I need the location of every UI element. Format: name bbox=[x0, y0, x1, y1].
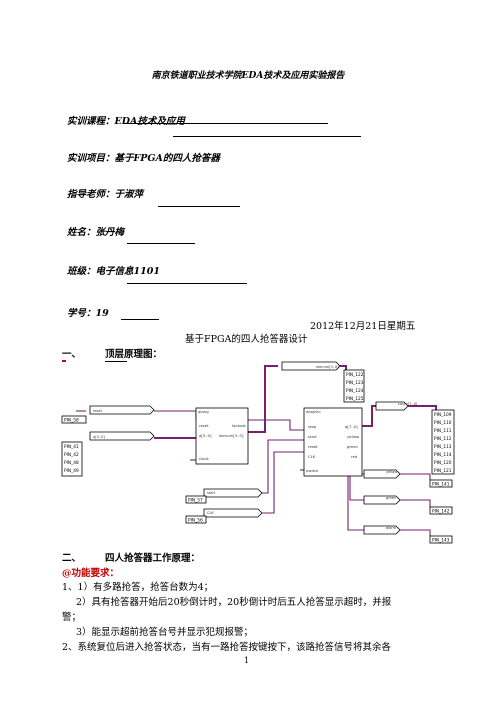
section1-number: 一、 bbox=[62, 349, 82, 360]
output-leenum bbox=[281, 361, 341, 371]
svg-text:PIN_56: PIN_56 bbox=[188, 518, 203, 524]
input-reset bbox=[89, 405, 155, 415]
section2-number: 二、 bbox=[62, 553, 82, 564]
svg-text:PIN_113: PIN_113 bbox=[434, 444, 452, 450]
pin-143 bbox=[429, 535, 453, 544]
paragraph-line: 3）能显示超前抢答台号并显示犯规报警； bbox=[76, 627, 254, 638]
svg-text:leenum[3..0]: leenum[3..0] bbox=[219, 433, 244, 438]
input-a bbox=[89, 431, 155, 441]
svg-text:reset: reset bbox=[199, 423, 209, 428]
svg-text:count[7..0]: count[7..0] bbox=[398, 402, 418, 406]
output-alarm bbox=[363, 525, 401, 535]
class-field: 班级：电子信息1101 bbox=[67, 266, 160, 277]
svg-text:yellow: yellow bbox=[347, 434, 359, 439]
svg-text:PIN_122: PIN_122 bbox=[346, 372, 364, 378]
svg-text:a[3..0]: a[3..0] bbox=[93, 435, 105, 439]
svg-text:PIN_124: PIN_124 bbox=[346, 388, 364, 394]
block-daojishi bbox=[303, 407, 363, 477]
id-field: 学号：19 bbox=[67, 308, 109, 319]
function-heading: @功能要求： bbox=[62, 568, 120, 579]
pin-141 bbox=[429, 479, 453, 488]
svg-text:red: red bbox=[351, 454, 358, 459]
output-green bbox=[363, 495, 401, 505]
pin-58-label: PIN_58 bbox=[64, 418, 79, 424]
svg-text:CLK: CLK bbox=[207, 511, 214, 515]
svg-text:green: green bbox=[347, 444, 359, 449]
svg-text:PIN_49: PIN_49 bbox=[64, 468, 79, 474]
wires bbox=[76, 365, 437, 536]
svg-text:daojishi: daojishi bbox=[306, 409, 321, 414]
svg-text:PIN_109: PIN_109 bbox=[434, 412, 452, 418]
svg-text:qiang: qiang bbox=[198, 409, 209, 414]
svg-text:PIN_141: PIN_141 bbox=[432, 482, 450, 488]
underline-extra bbox=[173, 136, 361, 137]
svg-text:PIN_114: PIN_114 bbox=[434, 452, 452, 458]
underline-course bbox=[124, 123, 328, 124]
course-field: 实训课程：EDA技术及应用 bbox=[67, 116, 185, 127]
svg-text:start: start bbox=[207, 491, 216, 495]
svg-text:PIN_41: PIN_41 bbox=[64, 444, 79, 450]
svg-text:CLK: CLK bbox=[308, 454, 316, 459]
svg-text:PIN_120: PIN_120 bbox=[434, 460, 452, 466]
svg-text:lockout: lockout bbox=[232, 423, 246, 428]
paragraph-line: 2、系统复位后进入抢答状态，当有一路抢答按键按下，该路抢答信号将其余各 bbox=[62, 642, 392, 653]
paragraph-line: 1、1）有多路抢答，抢答台数为4； bbox=[62, 582, 214, 593]
svg-text:reset: reset bbox=[308, 444, 318, 449]
svg-text:PIN_121: PIN_121 bbox=[434, 468, 452, 474]
svg-text:PIN_111: PIN_111 bbox=[434, 428, 452, 434]
report-date: 2012年12月21日星期五 bbox=[310, 321, 416, 332]
svg-text:green: green bbox=[386, 496, 396, 500]
bullet-mark bbox=[62, 360, 66, 362]
pin-56 bbox=[185, 515, 207, 524]
underline-class bbox=[127, 283, 247, 284]
output-yellow bbox=[363, 469, 401, 479]
paragraph-line: 警； bbox=[62, 612, 82, 623]
svg-text:PIN_57: PIN_57 bbox=[188, 498, 203, 504]
paragraph-line: 2）具有抢答器开始后20秒倒计时，20秒倒计时后五人抢答显示超时，并报 bbox=[76, 597, 392, 608]
svg-text:start: start bbox=[308, 434, 317, 439]
svg-text:a[3..0]: a[3..0] bbox=[199, 433, 212, 438]
page-number: 1 bbox=[244, 656, 250, 665]
svg-text:PIN_112: PIN_112 bbox=[434, 436, 452, 442]
svg-text:q[7..0]: q[7..0] bbox=[345, 424, 358, 429]
svg-text:PIN_48: PIN_48 bbox=[64, 460, 79, 466]
pin-57 bbox=[185, 495, 207, 504]
svg-text:clock: clock bbox=[199, 456, 210, 461]
project-field: 实训项目：基于FPGA的四人抢答器 bbox=[67, 153, 220, 164]
svg-text:PIN_110: PIN_110 bbox=[434, 420, 452, 426]
output-count bbox=[375, 401, 409, 411]
block-qiang bbox=[195, 407, 249, 465]
svg-text:alarm: alarm bbox=[386, 526, 397, 530]
underline-id bbox=[121, 319, 159, 320]
svg-text:yellow: yellow bbox=[386, 470, 397, 474]
svg-text:PIN_142: PIN_142 bbox=[432, 509, 450, 515]
svg-text:leenum[3..0]: leenum[3..0] bbox=[316, 365, 339, 369]
teacher-field: 指导老师：于淑萍 bbox=[67, 189, 144, 200]
pin-count-group bbox=[431, 409, 455, 475]
design-subtitle: 基于FPGA的四人抢答器设计 bbox=[185, 334, 308, 345]
section2-title: 四人抢答器工作原理： bbox=[105, 553, 201, 564]
svg-text:PIN_143: PIN_143 bbox=[432, 538, 450, 544]
svg-text:reset: reset bbox=[93, 409, 102, 413]
report-title: 南京铁道职业技术学院EDA技术及应用实验报告 bbox=[151, 71, 345, 81]
pin-58 bbox=[61, 415, 87, 424]
underline-name bbox=[127, 243, 195, 244]
section1-title: 顶层原理图： bbox=[105, 349, 163, 360]
svg-text:PIN_125: PIN_125 bbox=[346, 396, 364, 402]
pin-a-group bbox=[61, 441, 83, 477]
svg-text:PIN_123: PIN_123 bbox=[346, 380, 364, 386]
svg-text:PIN_42: PIN_42 bbox=[64, 452, 79, 458]
pin-leenum-group bbox=[343, 369, 365, 403]
pin-142 bbox=[429, 506, 453, 515]
underline-section1 bbox=[105, 361, 127, 362]
underline-teacher bbox=[158, 206, 240, 207]
name-field: 姓名：张丹梅 bbox=[67, 227, 125, 238]
svg-text:stop: stop bbox=[308, 424, 317, 429]
svg-text:pwdck: pwdck bbox=[306, 468, 319, 473]
